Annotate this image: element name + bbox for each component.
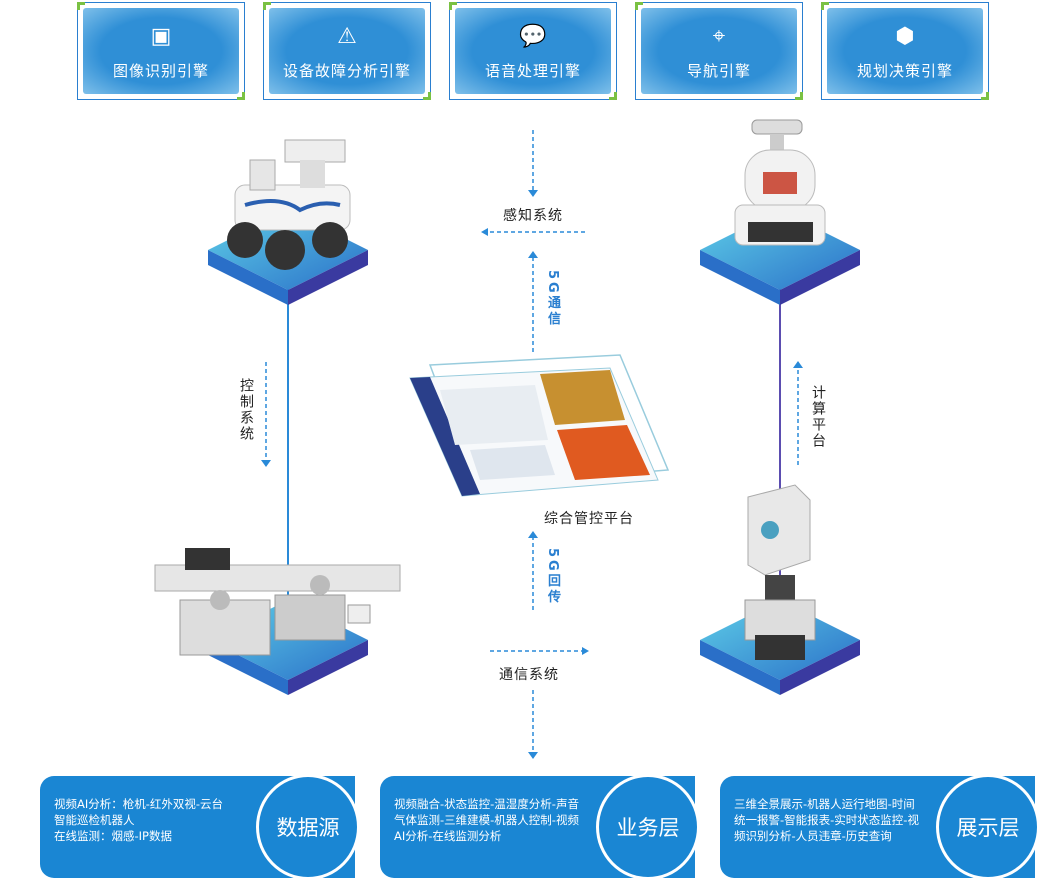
card-business-layer: 视频融合-状态监控-温湿度分析-声音气体监测-三维建模-机器人控制-视频AI分析… <box>380 774 700 880</box>
card-description: 三维全景展示-机器人运行地图-时间统一报警-智能报表-实时状态监控-视频识别分析… <box>734 797 919 843</box>
device-fault-icon: ⚠ <box>337 23 357 49</box>
label-5g-communication: 5G通信 <box>545 270 560 328</box>
card-display-layer: 三维全景展示-机器人运行地图-时间统一报警-智能报表-实时状态监控-视频识别分析… <box>720 774 1040 880</box>
engine-voice[interactable]: 💬语音处理引擎 <box>449 2 617 100</box>
engine-device-fault[interactable]: ⚠设备故障分析引擎 <box>263 2 431 100</box>
navigation-icon: ⌖ <box>712 23 726 49</box>
compute-device-image <box>744 484 816 660</box>
card-data-source: 视频AI分析：枪机-红外双视-云台智能巡检机器人在线监测：烟感-IP数据 数据源 <box>40 774 360 880</box>
wheeled-robot-image <box>227 139 351 270</box>
card-title: 数据源 <box>256 774 360 880</box>
control-platform-screen-image <box>409 354 670 497</box>
dashed-arrows <box>265 130 799 752</box>
label-integrated-platform: 综合管控平台 <box>544 511 634 527</box>
card-description: 视频融合-状态监控-温湿度分析-声音气体监测-三维建模-机器人控制-视频AI分析… <box>394 797 579 843</box>
label-5g-backhaul: 5G回传 <box>545 548 560 606</box>
card-description: 视频AI分析：枪机-红外双视-云台智能巡检机器人在线监测：烟感-IP数据 <box>54 797 224 843</box>
patrol-robot-image <box>734 119 826 246</box>
rail-robot-image <box>154 548 401 656</box>
label-perception-system: 感知系统 <box>503 208 563 224</box>
engine-navigation[interactable]: ⌖导航引擎 <box>635 2 803 100</box>
cubes-icon: ⬢ <box>895 23 915 49</box>
label-control-system: 控制系统 <box>238 378 254 442</box>
engine-image-recognition[interactable]: ▣图像识别引擎 <box>77 2 245 100</box>
label-communication-system: 通信系统 <box>499 667 559 683</box>
voice-icon: 💬 <box>519 23 547 49</box>
card-title: 展示层 <box>936 774 1040 880</box>
label-compute-platform: 计算平台 <box>810 385 826 449</box>
card-title: 业务层 <box>596 774 700 880</box>
image-recognition-icon: ▣ <box>150 23 172 49</box>
engine-planning[interactable]: ⬢规划决策引擎 <box>821 2 989 100</box>
